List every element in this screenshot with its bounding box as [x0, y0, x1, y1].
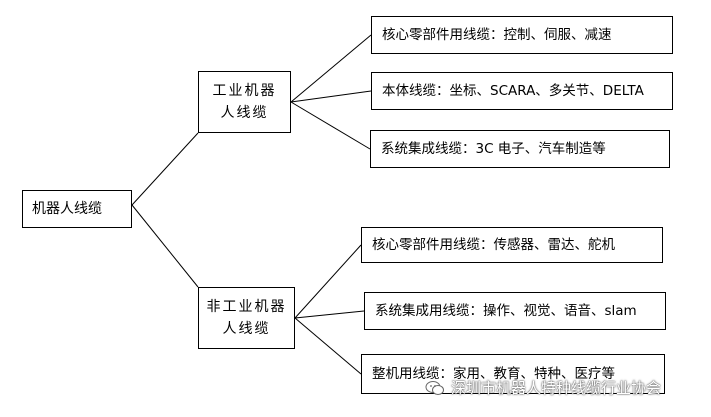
connector-industrial-to-leaf3: [290, 101, 371, 150]
leaf-node-industrial-core-parts: 核心零部件用线缆：控制、伺服、减速: [371, 16, 673, 54]
watermark: 深圳市机器人特种线缆行业协会: [425, 377, 661, 398]
branch-label-nonindustrial: 非工业机器人线缆: [206, 299, 287, 337]
leaf-label: 核心零部件用线缆：传感器、雷达、舵机: [372, 237, 615, 253]
connector-industrial-to-leaf2: [290, 90, 372, 103]
connector-root-to-nonindustrial: [131, 204, 199, 288]
leaf-label: 核心零部件用线缆：控制、伺服、减速: [382, 27, 612, 43]
connector-industrial-to-leaf1: [290, 34, 372, 103]
connector-root-to-industrial: [131, 132, 199, 206]
leaf-node-nonindustrial-integration: 系统集成用线缆：操作、视觉、语音、slam: [364, 292, 666, 330]
root-node: 机器人线缆: [22, 190, 132, 228]
branch-node-industrial: 工业机器人线缆: [198, 71, 291, 133]
wechat-icon: [425, 380, 444, 395]
leaf-node-nonindustrial-core-parts: 核心零部件用线缆：传感器、雷达、舵机: [361, 227, 663, 263]
leaf-label: 本体线缆：坐标、SCARA、多关节、DELTA: [382, 83, 644, 99]
leaf-node-industrial-body: 本体线缆：坐标、SCARA、多关节、DELTA: [371, 72, 673, 110]
root-label: 机器人线缆: [32, 201, 102, 217]
branch-label-industrial: 工业机器人线缆: [212, 83, 277, 121]
leaf-label: 系统集成用线缆：操作、视觉、语音、slam: [375, 303, 637, 319]
watermark-text: 深圳市机器人特种线缆行业协会: [451, 379, 662, 397]
connector-nonindustrial-to-leaf6: [294, 317, 362, 375]
leaf-label: 整机用线缆：家用、教育、特种、医疗等: [372, 366, 615, 382]
connector-nonindustrial-to-leaf5: [294, 310, 365, 319]
connector-nonindustrial-to-leaf4: [294, 244, 362, 319]
branch-node-nonindustrial: 非工业机器人线缆: [198, 287, 295, 349]
leaf-label: 系统集成线缆：3C 电子、汽车制造等: [381, 141, 606, 157]
leaf-node-industrial-integration: 系统集成线缆：3C 电子、汽车制造等: [370, 130, 670, 168]
leaf-node-nonindustrial-whole-machine: 整机用线缆：家用、教育、特种、医疗等: [361, 354, 665, 394]
